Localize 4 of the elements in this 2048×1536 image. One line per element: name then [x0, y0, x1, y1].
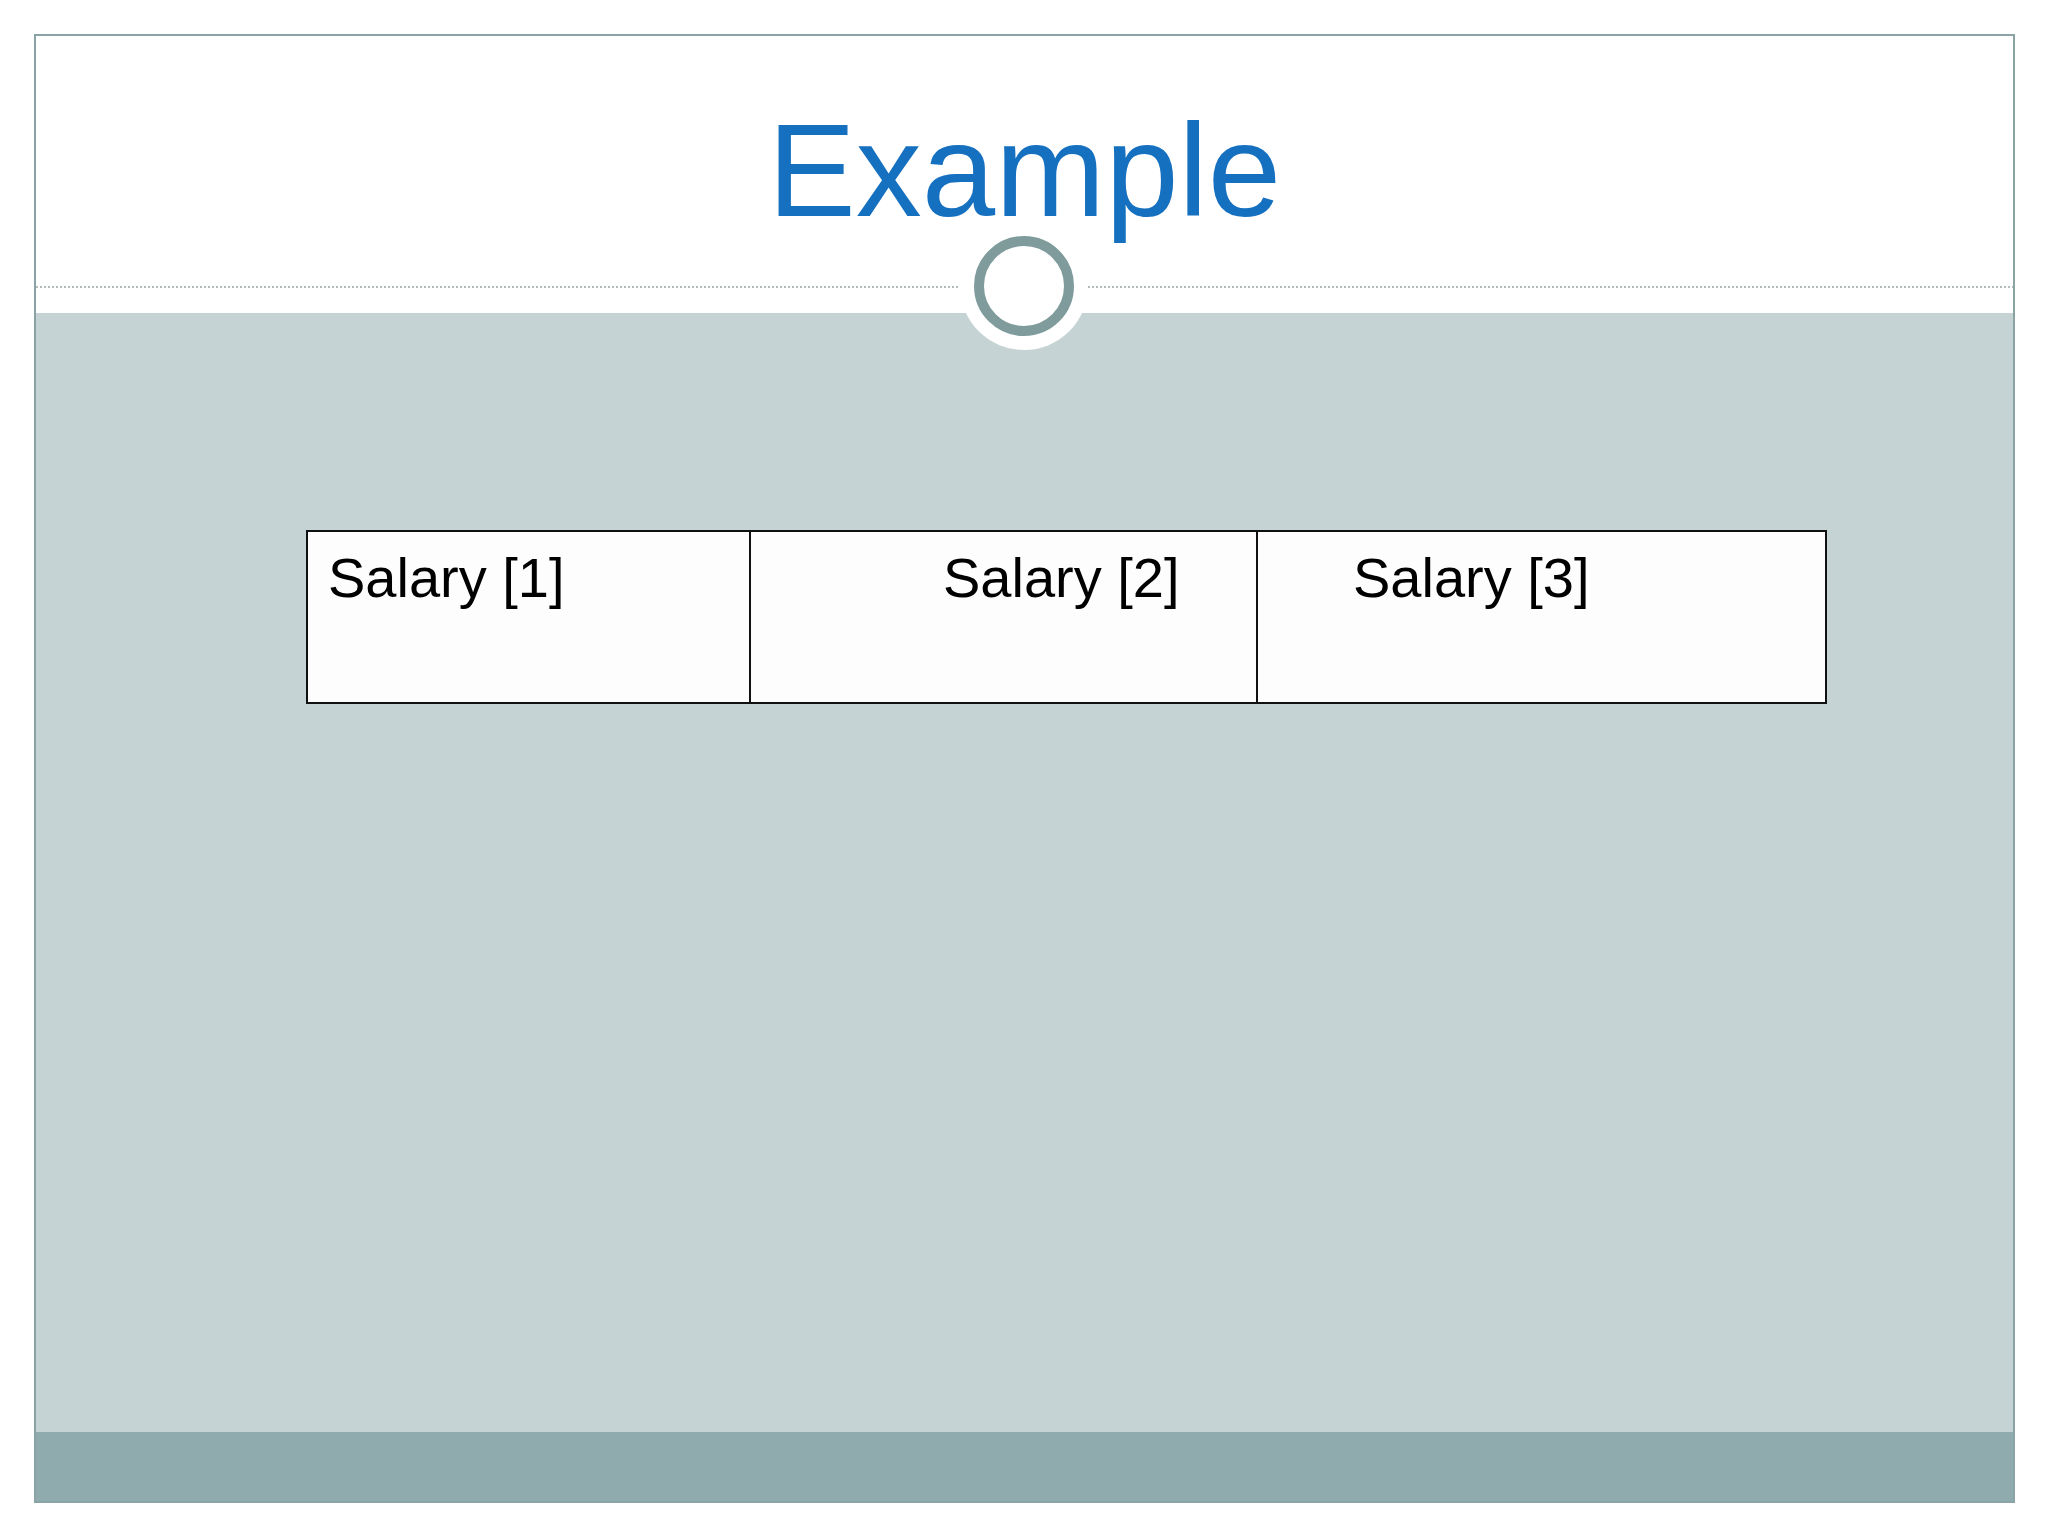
slide-title: Example: [767, 97, 1282, 244]
column-label: Salary [2]: [943, 546, 1180, 610]
column-label: Salary [3]: [1353, 546, 1590, 610]
column-label: Salary [1]: [328, 546, 565, 610]
